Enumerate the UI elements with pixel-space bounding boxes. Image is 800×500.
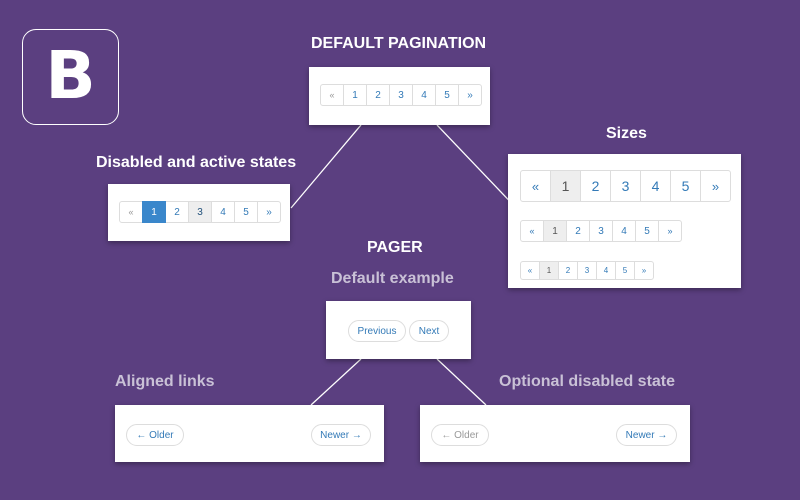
- pagination-default-size: « 1 2 3 4 5 »: [520, 220, 682, 242]
- pagination-page-5[interactable]: 5: [435, 84, 459, 106]
- pagination-page-1-current[interactable]: 1: [550, 170, 581, 202]
- pagination-prev[interactable]: «: [520, 261, 540, 280]
- pagination-prev[interactable]: «: [520, 170, 551, 202]
- pagination-page-1-current[interactable]: 1: [539, 261, 559, 280]
- pagination-page-2[interactable]: 2: [580, 170, 611, 202]
- pagination-prev-disabled: «: [119, 201, 143, 223]
- pager-heading: PAGER: [367, 239, 423, 256]
- aligned-links-heading: Aligned links: [115, 373, 215, 390]
- default-pagination: « 1 2 3 4 5 »: [320, 84, 482, 106]
- disabled-active-heading: Disabled and active states: [96, 154, 297, 171]
- pagination-next[interactable]: »: [458, 84, 482, 106]
- pager-older-button-disabled: ← Older: [431, 424, 489, 446]
- pager-newer-button[interactable]: Newer →: [616, 424, 677, 446]
- pagination-page-2[interactable]: 2: [165, 201, 189, 223]
- pagination-page-3-hover[interactable]: 3: [188, 201, 212, 223]
- pagination-page-4[interactable]: 4: [612, 220, 636, 242]
- pagination-page-5[interactable]: 5: [670, 170, 701, 202]
- default-example-heading: Default example: [331, 270, 454, 287]
- pagination-next[interactable]: »: [634, 261, 654, 280]
- pagination-large: « 1 2 3 4 5 »: [520, 170, 731, 202]
- pagination-prev[interactable]: «: [320, 84, 344, 106]
- pagination-next[interactable]: »: [658, 220, 682, 242]
- pager-older-button[interactable]: ← Older: [126, 424, 184, 446]
- logo-letter: B: [45, 37, 96, 114]
- pagination-page-3[interactable]: 3: [589, 220, 613, 242]
- pagination-page-5[interactable]: 5: [234, 201, 258, 223]
- pagination-page-3[interactable]: 3: [389, 84, 413, 106]
- optional-disabled-heading: Optional disabled state: [499, 373, 676, 390]
- pagination-page-5[interactable]: 5: [635, 220, 659, 242]
- pagination-page-3[interactable]: 3: [577, 261, 597, 280]
- pagination-page-4[interactable]: 4: [211, 201, 235, 223]
- pagination-page-2[interactable]: 2: [558, 261, 578, 280]
- pagination-page-1[interactable]: 1: [343, 84, 367, 106]
- connector-line: [310, 358, 362, 406]
- connector-line: [436, 124, 521, 213]
- pager-next-button[interactable]: Next: [409, 320, 449, 342]
- pagination-page-4[interactable]: 4: [640, 170, 671, 202]
- bootstrap-logo: B: [22, 29, 119, 125]
- pagination-page-1-current[interactable]: 1: [543, 220, 567, 242]
- default-pagination-heading: DEFAULT PAGINATION: [311, 35, 487, 52]
- pagination-prev[interactable]: «: [520, 220, 544, 242]
- connector-line: [290, 124, 362, 209]
- pager-newer-button[interactable]: Newer →: [311, 424, 371, 446]
- pagination-next[interactable]: »: [700, 170, 731, 202]
- pagination-small: « 1 2 3 4 5 »: [520, 261, 654, 280]
- sizes-heading: Sizes: [606, 125, 647, 142]
- pagination-page-4[interactable]: 4: [412, 84, 436, 106]
- connector-line: [436, 358, 487, 406]
- pagination-page-2[interactable]: 2: [366, 84, 390, 106]
- pagination-next[interactable]: »: [257, 201, 281, 223]
- disabled-active-pagination: « 1 2 3 4 5 »: [119, 201, 281, 223]
- pager-previous-button[interactable]: Previous: [348, 320, 406, 342]
- pagination-page-5[interactable]: 5: [615, 261, 635, 280]
- pagination-page-2[interactable]: 2: [566, 220, 590, 242]
- pagination-page-4[interactable]: 4: [596, 261, 616, 280]
- pagination-page-3[interactable]: 3: [610, 170, 641, 202]
- pagination-page-1-active[interactable]: 1: [142, 201, 166, 223]
